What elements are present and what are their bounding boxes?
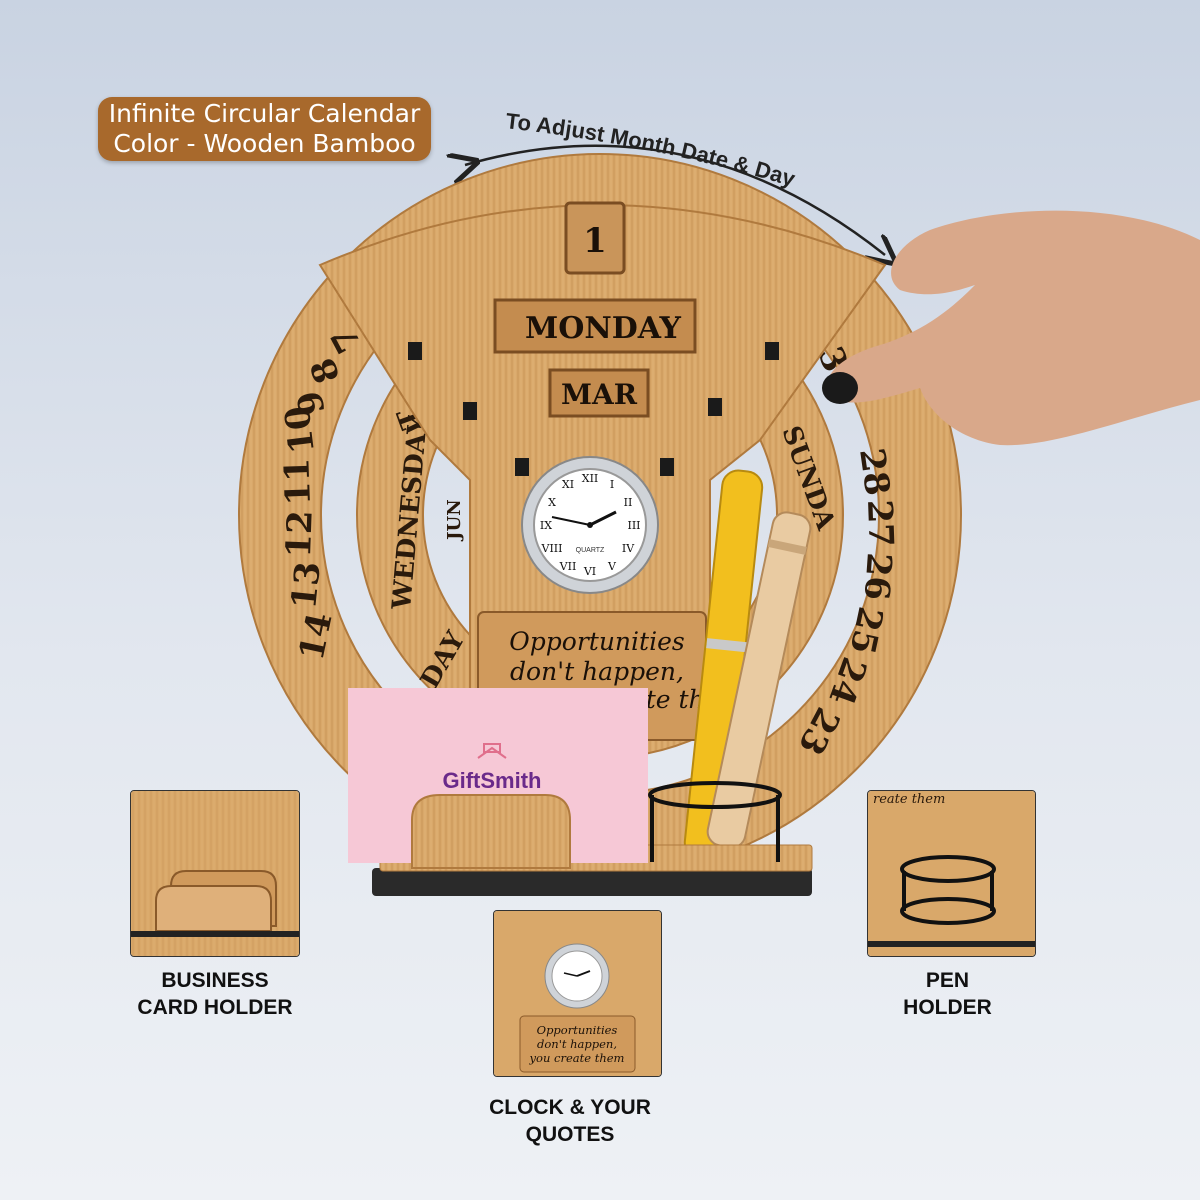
badge-line-1: Infinite Circular Calendar	[108, 99, 421, 128]
date-number: 28	[851, 446, 897, 498]
month-window: MAR	[548, 368, 650, 418]
date-number: 14	[292, 609, 341, 664]
card-holder-front	[411, 794, 571, 869]
svg-text:Opportunities: Opportunities	[537, 1023, 618, 1037]
date-number: 10	[277, 404, 322, 456]
day-window: MONDAY	[493, 298, 697, 354]
date-window: 1	[564, 201, 626, 275]
hand	[822, 210, 1200, 446]
svg-text:III: III	[627, 519, 640, 532]
svg-text:Opportunities: Opportunities	[509, 627, 684, 656]
date-number: 13	[284, 560, 329, 611]
clock-quotes-caption: CLOCK & YOUR QUOTES	[470, 1094, 670, 1148]
badge-line-2: Color - Wooden Bamboo	[113, 129, 416, 158]
caption-line: CARD HOLDER	[137, 996, 293, 1019]
svg-text:GiftSmith: GiftSmith	[443, 768, 542, 793]
svg-text:VII: VII	[559, 560, 577, 573]
svg-text:XI: XI	[562, 478, 574, 491]
month-partial: JUN	[444, 499, 465, 542]
pen-holder-inset: reate them	[867, 790, 1036, 957]
date-number: 26	[856, 551, 899, 601]
svg-text:don't happen,: don't happen,	[510, 657, 684, 686]
date-number: 11	[277, 457, 319, 506]
caption-line: PEN	[925, 969, 970, 992]
date-number: 27	[859, 499, 901, 548]
caption-line: BUSINESS	[161, 969, 269, 992]
svg-text:don't happen,: don't happen,	[537, 1037, 617, 1051]
svg-text:XII: XII	[582, 472, 599, 485]
svg-text:MONDAY: MONDAY	[525, 311, 682, 346]
svg-text:IV: IV	[622, 542, 635, 555]
svg-text:QUARTZ: QUARTZ	[576, 547, 605, 554]
svg-text:I: I	[610, 478, 614, 491]
caption-line: CLOCK & YOUR	[489, 1096, 651, 1119]
title-badge: Infinite Circular Calendar Color - Woode…	[98, 97, 431, 161]
date-number: 12	[279, 510, 321, 559]
adjust-arrow	[465, 144, 885, 255]
svg-text:II: II	[624, 496, 633, 509]
svg-text:VI: VI	[583, 565, 596, 578]
gift-icon	[477, 743, 507, 759]
svg-text:IX: IX	[540, 519, 552, 532]
svg-text:1: 1	[583, 221, 607, 261]
business-card-holder-inset	[130, 790, 300, 957]
svg-text:reate them: reate them	[873, 792, 945, 807]
caption-line: HOLDER	[903, 996, 992, 1019]
pen-holder-rack	[648, 781, 782, 862]
date-number: 25	[841, 603, 890, 658]
svg-text:VIII: VIII	[541, 542, 563, 555]
business-card: GiftSmith	[348, 688, 648, 863]
clock-quotes-inset: Opportunities don't happen, you create t…	[493, 910, 662, 1077]
caption-line: QUOTES	[525, 1123, 615, 1146]
svg-text:MAR: MAR	[561, 378, 638, 411]
svg-text:you create them: you create them	[529, 1051, 625, 1065]
svg-text:V: V	[607, 560, 617, 573]
business-card-holder-caption: BUSINESS CARD HOLDER	[110, 967, 320, 1021]
svg-text:X: X	[548, 496, 556, 509]
pen-holder-caption: PEN HOLDER	[880, 967, 1015, 1021]
